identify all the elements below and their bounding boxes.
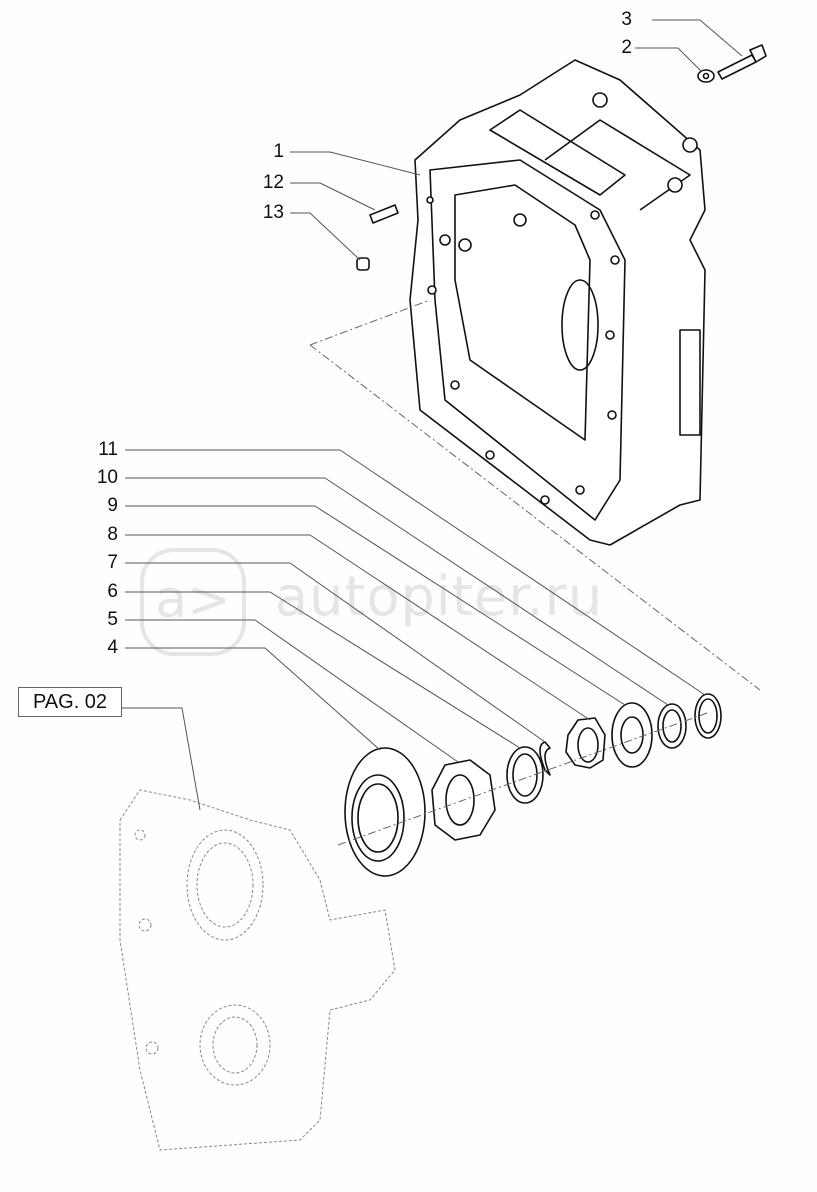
snap-ring-part-11: [694, 693, 722, 739]
bearing-part-9: [611, 702, 653, 768]
circlip-part-7: [539, 741, 551, 776]
callout-10: 10: [96, 467, 118, 488]
washer-part-2: [697, 69, 715, 83]
watermark-text: autopiter.ru: [275, 565, 604, 628]
stud-part-12: [369, 204, 399, 224]
callout-6: 6: [107, 581, 118, 602]
callout-11: 11: [98, 439, 118, 460]
callout-13: 13: [262, 202, 284, 223]
bolt-part-3: [717, 44, 767, 80]
reference-cover-pag-02: [119, 789, 396, 1151]
callout-5: 5: [107, 609, 118, 630]
callout-1: 1: [273, 141, 284, 162]
callout-9: 9: [107, 495, 118, 516]
callout-3: 3: [621, 9, 632, 30]
page-reference-link[interactable]: PAG. 02: [18, 687, 122, 717]
pin-part-13: [356, 257, 370, 271]
callout-2: 2: [621, 37, 632, 58]
seal-part-4: [344, 747, 426, 877]
gear-part-8: [565, 717, 606, 769]
callout-8: 8: [107, 524, 118, 545]
callout-12: 12: [262, 172, 284, 193]
housing-part-1: [409, 59, 706, 546]
callout-4: 4: [107, 637, 118, 658]
ring-part-6: [506, 746, 544, 804]
callout-7: 7: [107, 552, 118, 573]
